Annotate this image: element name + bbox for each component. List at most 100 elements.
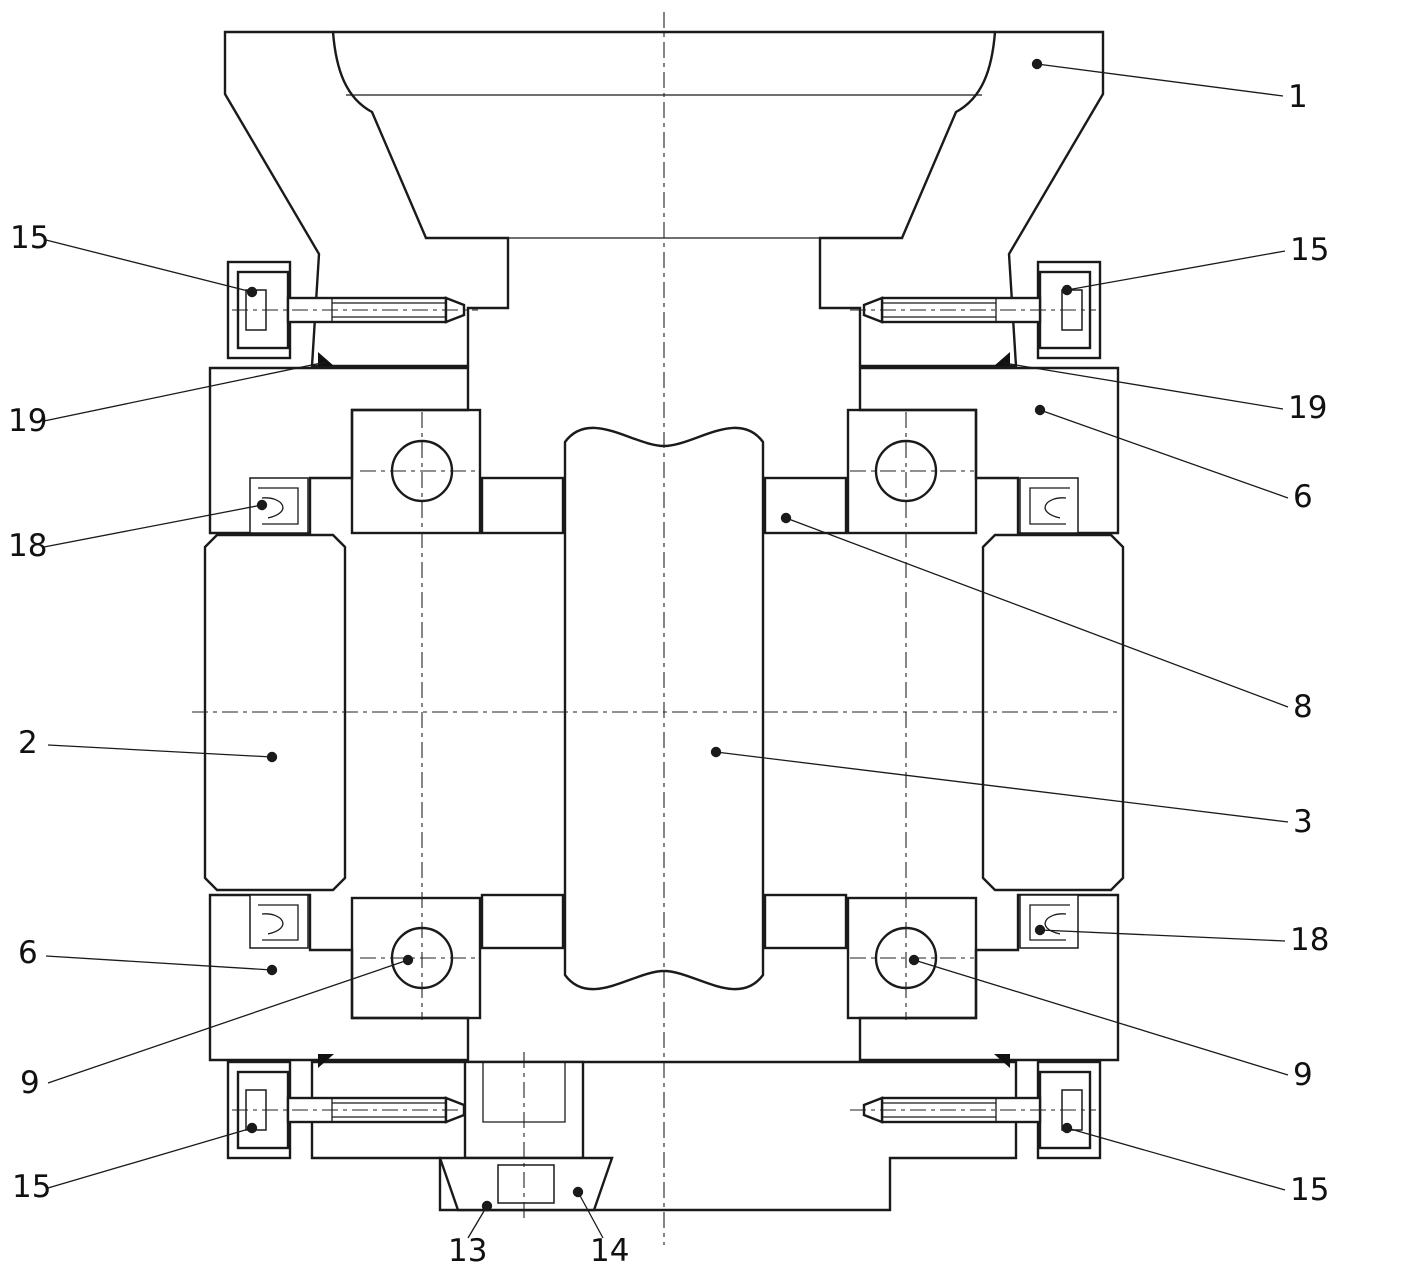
bolt-bottom-right (850, 1070, 1096, 1150)
callout-label: 6 (1293, 479, 1313, 515)
callout-label: 15 (12, 1169, 51, 1205)
callout-9-13: 9 (908, 954, 1313, 1093)
callout-label: 15 (1290, 232, 1329, 268)
callout-label: 1 (1288, 79, 1308, 115)
callout-18-6: 18 (8, 499, 268, 564)
callout-15-14: 15 (12, 1122, 258, 1205)
callout-label: 19 (1288, 390, 1327, 426)
bearing-units (350, 408, 978, 1020)
callout-label: 9 (1293, 1057, 1313, 1093)
bottom-plug (438, 1052, 614, 1222)
leader-dot (710, 746, 722, 758)
bolt-top-right (850, 270, 1096, 350)
leader-dot (246, 286, 258, 298)
seal-bottom-right (1019, 894, 1079, 949)
leader-line (1036, 63, 1284, 97)
callout-14-17: 14 (572, 1186, 629, 1268)
leader-dot (572, 1186, 584, 1198)
seals-part-18 (249, 477, 1079, 949)
leader-line (467, 1205, 488, 1239)
spacer-top-right (763, 476, 848, 535)
seal-top-right (1019, 477, 1079, 534)
leader-line (43, 504, 263, 548)
leader-line (1066, 1127, 1286, 1191)
callout-label: 15 (1290, 1172, 1329, 1208)
leader-dot (481, 1200, 493, 1212)
leader-dot (908, 954, 920, 966)
callout-15-2: 15 (1061, 232, 1329, 296)
leader-dot (246, 1122, 258, 1134)
callout-9-12: 9 (20, 954, 414, 1101)
callout-19-4: 19 (1003, 362, 1327, 426)
leader-dot (402, 954, 414, 966)
callout-label: 14 (590, 1233, 629, 1268)
bell-right-wall (818, 30, 1105, 368)
callout-label: 19 (8, 403, 47, 439)
leader-line (577, 1191, 604, 1239)
leader-line (47, 1127, 253, 1189)
callout-label: 18 (8, 528, 47, 564)
callout-label: 6 (18, 935, 38, 971)
leader-line (1039, 929, 1286, 942)
callouts: 1 15 15 19 19 6 18 8 2 3 6 18 9 9 15 15 13 14 (8, 58, 1329, 1268)
seal-bottom-left (249, 894, 309, 949)
bell-left-wall (223, 30, 510, 368)
callout-label: 13 (448, 1233, 487, 1268)
callout-15-15: 15 (1061, 1122, 1329, 1208)
callout-label: 8 (1293, 689, 1313, 725)
bolt-bottom-left (232, 1070, 478, 1150)
leader-dot (256, 499, 268, 511)
callout-13-16: 13 (448, 1200, 493, 1268)
leader-line (47, 959, 409, 1084)
bearing-block-bottom-left (350, 896, 482, 1020)
plug-foot-inner (497, 1164, 555, 1204)
bolts-part-15 (232, 270, 1096, 1150)
callout-18-11: 18 (1034, 922, 1329, 958)
spacer-bottom-right (763, 893, 848, 950)
spacer-rings-part-8 (480, 476, 848, 950)
callout-label: 3 (1293, 804, 1313, 840)
bottom-cover-plate (310, 1060, 1018, 1212)
callout-15-1: 15 (10, 220, 258, 298)
centerlines (192, 12, 1124, 1245)
seal-top-left (249, 477, 309, 534)
callout-1-0: 1 (1031, 58, 1308, 115)
callout-8-7: 8 (780, 512, 1313, 725)
leader-line (45, 955, 273, 971)
callout-6-5: 6 (1034, 404, 1313, 515)
bearing-block-top-left (350, 408, 482, 535)
leader-dot (1061, 1122, 1073, 1134)
leader-dot (1034, 404, 1046, 416)
bottom-cover (310, 1060, 1018, 1212)
leader-line (913, 959, 1289, 1076)
callout-3-9: 3 (710, 746, 1313, 840)
leader-line (1039, 409, 1289, 499)
spacer-top-left (480, 476, 565, 535)
bearing-block-top-right (846, 408, 978, 535)
spacer-bottom-left (480, 893, 565, 950)
leader-line (43, 361, 327, 422)
callout-2-8: 2 (18, 725, 278, 763)
callout-label: 2 (18, 725, 38, 761)
callout-label: 9 (20, 1065, 40, 1101)
leader-dot (266, 964, 278, 976)
callout-label: 15 (10, 220, 49, 256)
leader-dot (1031, 58, 1043, 70)
bearing-block-bottom-right (846, 896, 978, 1020)
leader-line (1066, 250, 1286, 291)
leader-line (45, 239, 253, 293)
leader-line (785, 517, 1289, 708)
leader-dot (1061, 284, 1073, 296)
leader-line (47, 744, 273, 758)
leader-dot (1034, 924, 1046, 936)
leader-line (715, 751, 1289, 823)
callout-6-10: 6 (18, 935, 278, 976)
leader-dot (780, 512, 792, 524)
ball-top-right (874, 439, 938, 503)
leader-dot (266, 751, 278, 763)
callout-label: 18 (1290, 922, 1329, 958)
callout-19-3: 19 (8, 361, 327, 439)
leader-line (1003, 362, 1284, 410)
